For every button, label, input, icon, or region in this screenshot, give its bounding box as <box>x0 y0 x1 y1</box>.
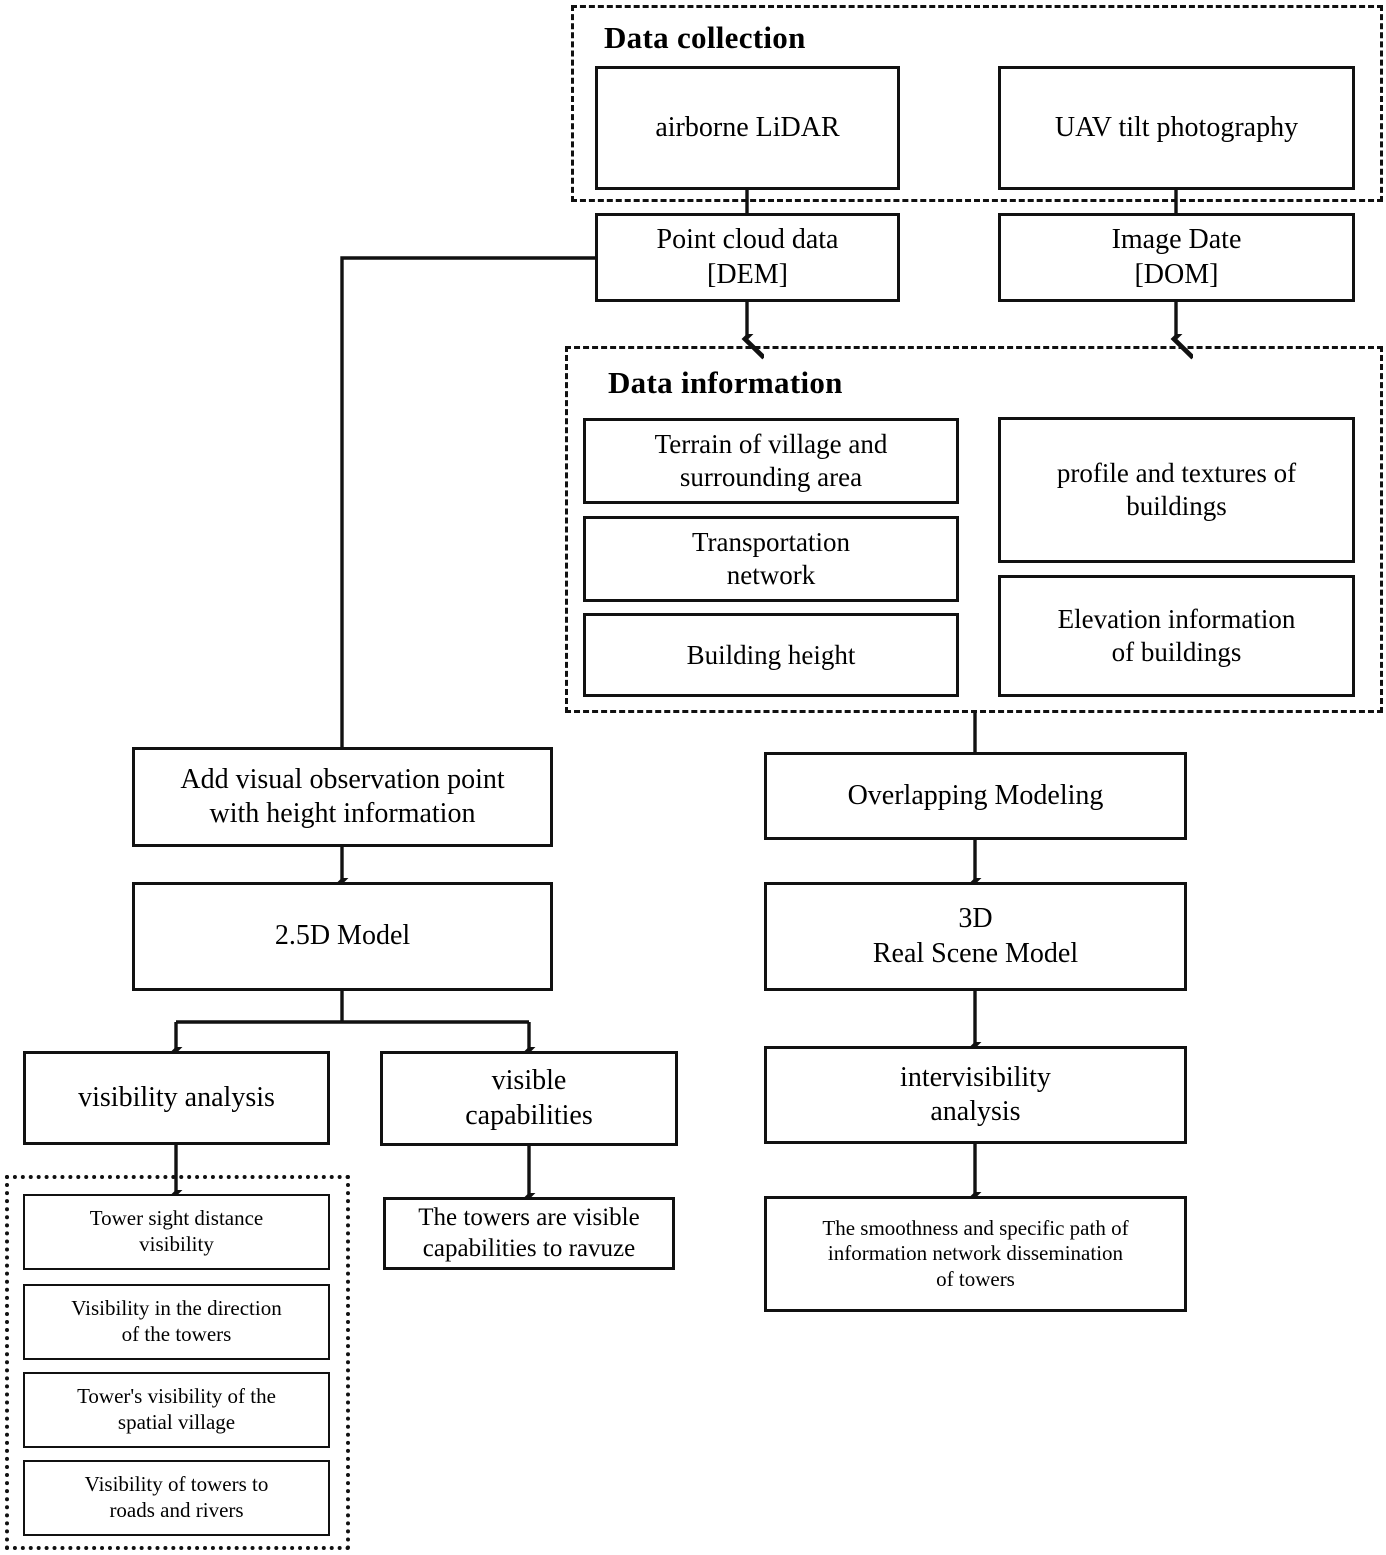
node-smoothness-specific-path-label: The smoothness and specific path of info… <box>822 1215 1129 1291</box>
node-intervisibility-analysis[interactable]: intervisibility analysis <box>764 1046 1187 1144</box>
node-add-visual-observation-point-label: Add visual observation point with height… <box>180 763 505 829</box>
node-towers-visibility-spatial-village-label: Tower's visibility of the spatial villag… <box>77 1384 276 1434</box>
node-terrain-of-village-label: Terrain of village and surrounding area <box>654 429 888 492</box>
node-intervisibility-analysis-label: intervisibility analysis <box>900 1061 1051 1127</box>
node-airborne-lidar-label: airborne LiDAR <box>655 111 840 143</box>
node-transportation-network[interactable]: Transportation network <box>583 516 959 602</box>
node-visible-capabilities[interactable]: visible capabilities <box>380 1051 678 1146</box>
node-elevation-info-buildings[interactable]: Elevation information of buildings <box>998 575 1355 697</box>
node-visibility-direction-towers-label: Visibility in the direction of the tower… <box>71 1296 282 1346</box>
node-25d-model[interactable]: 2.5D Model <box>132 882 553 991</box>
node-elevation-info-buildings-label: Elevation information of buildings <box>1057 604 1296 667</box>
node-building-height[interactable]: Building height <box>583 613 959 697</box>
node-visibility-towers-roads-rivers-label: Visibility of towers to roads and rivers <box>84 1472 269 1522</box>
node-tower-sight-distance[interactable]: Tower sight distance visibility <box>23 1194 330 1270</box>
node-profile-textures-buildings[interactable]: profile and textures of buildings <box>998 417 1355 563</box>
group-data-information-title: Data information <box>608 365 843 400</box>
node-towers-visibility-spatial-village[interactable]: Tower's visibility of the spatial villag… <box>23 1372 330 1448</box>
node-add-visual-observation-point[interactable]: Add visual observation point with height… <box>132 747 553 847</box>
node-building-height-label: Building height <box>686 639 856 670</box>
node-airborne-lidar[interactable]: airborne LiDAR <box>595 66 900 190</box>
node-image-date[interactable]: Image Date [DOM] <box>998 213 1355 302</box>
node-point-cloud-data-label: Point cloud data [DEM] <box>656 224 839 290</box>
node-image-date-label: Image Date [DOM] <box>1111 224 1242 290</box>
group-data-collection-title: Data collection <box>604 20 806 55</box>
node-visibility-towers-roads-rivers[interactable]: Visibility of towers to roads and rivers <box>23 1460 330 1536</box>
node-visibility-direction-towers[interactable]: Visibility in the direction of the tower… <box>23 1284 330 1360</box>
node-towers-visible-capabilities[interactable]: The towers are visible capabilities to r… <box>383 1197 675 1270</box>
group-data-collection <box>571 5 1383 202</box>
node-visibility-analysis[interactable]: visibility analysis <box>23 1051 330 1145</box>
node-towers-visible-capabilities-label: The towers are visible capabilities to r… <box>418 1204 640 1262</box>
node-visible-capabilities-label: visible capabilities <box>465 1065 593 1131</box>
node-uav-tilt-photography[interactable]: UAV tilt photography <box>998 66 1355 190</box>
node-25d-model-label: 2.5D Model <box>274 920 411 952</box>
node-point-cloud-data[interactable]: Point cloud data [DEM] <box>595 213 900 302</box>
node-transportation-network-label: Transportation network <box>691 527 850 590</box>
node-smoothness-specific-path[interactable]: The smoothness and specific path of info… <box>764 1196 1187 1312</box>
node-overlapping-modeling-label: Overlapping Modeling <box>847 779 1104 811</box>
node-terrain-of-village[interactable]: Terrain of village and surrounding area <box>583 418 959 504</box>
node-uav-tilt-photography-label: UAV tilt photography <box>1054 111 1299 143</box>
node-3d-real-scene-model[interactable]: 3D Real Scene Model <box>764 882 1187 991</box>
node-3d-real-scene-model-label: 3D Real Scene Model <box>872 903 1079 969</box>
node-tower-sight-distance-label: Tower sight distance visibility <box>89 1206 264 1256</box>
node-overlapping-modeling[interactable]: Overlapping Modeling <box>764 752 1187 840</box>
node-profile-textures-buildings-label: profile and textures of buildings <box>1056 458 1297 521</box>
node-visibility-analysis-label: visibility analysis <box>78 1081 275 1113</box>
